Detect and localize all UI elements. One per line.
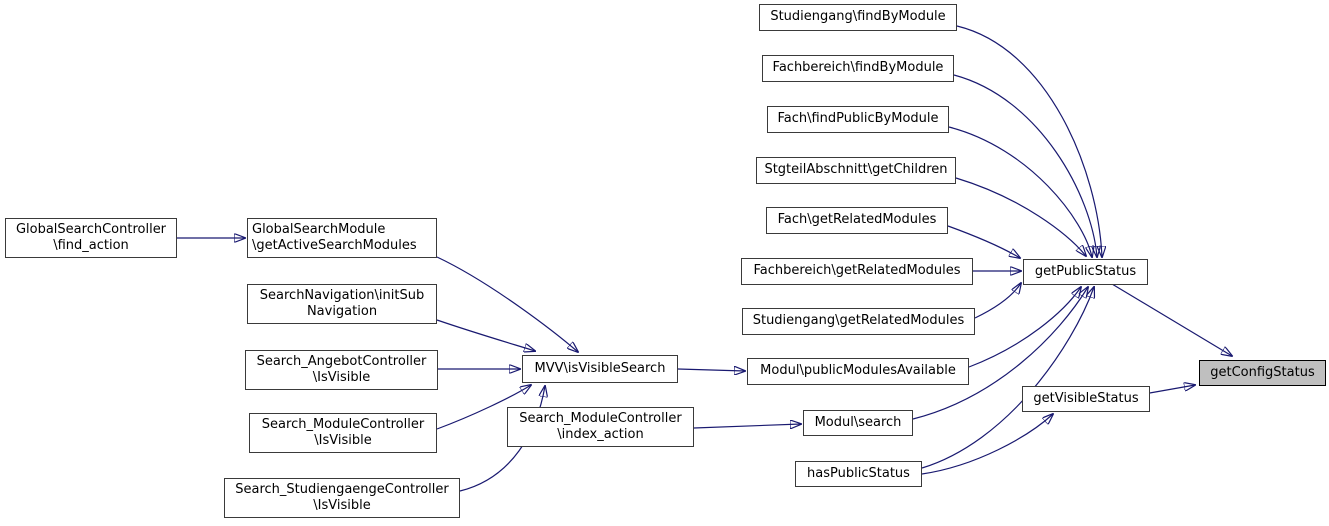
node-haspublicstatus[interactable]: hasPublicStatus	[795, 461, 922, 487]
node-stgteilabschnitt-getchildren[interactable]: StgteilAbschnitt\getChildren	[756, 157, 956, 184]
edge-n-studiengang-getrelatedmodules--n-getpublicstatus	[974, 283, 1021, 319]
edge-n-getpublicstatus--n-getconfigstatus	[1111, 283, 1232, 356]
edge-n-stgteilabschnitt-getchildren--n-getpublicstatus	[955, 177, 1086, 256]
edge-n-haspublicstatus--n-getvisiblestatus	[921, 414, 1053, 475]
node-modul-publicmodulesavailable[interactable]: Modul\publicModulesAvailable	[747, 358, 969, 385]
edge-n-fachbereich-findbymodule--n-getpublicstatus	[953, 74, 1097, 257]
node-get-active-search-modules[interactable]: GlobalSearchModule \getActiveSearchModul…	[247, 218, 437, 258]
edge-n-index-action--n-modul-search	[693, 424, 801, 428]
node-fachbereich-findbymodule[interactable]: Fachbereich\findByModule	[762, 55, 954, 82]
edge-n-get-active-search-modules--n-mvv-isvisiblesearch	[436, 256, 578, 352]
edge-n-studiengang-findbymodule--n-getpublicstatus	[956, 25, 1102, 257]
node-init-sub-navigation[interactable]: SearchNavigation\initSub Navigation	[247, 284, 437, 324]
node-getvisiblestatus[interactable]: getVisibleStatus	[1022, 386, 1150, 412]
node-studiengang-findbymodule[interactable]: Studiengang\findByModule	[759, 4, 957, 31]
edge-n-modul-publicmodulesavailable--n-getpublicstatus	[968, 287, 1081, 368]
node-angebot-isvisible[interactable]: Search_AngebotController \IsVisible	[245, 350, 438, 390]
node-fach-getrelatedmodules[interactable]: Fach\getRelatedModules	[766, 207, 948, 234]
node-fachbereich-getrelatedmodules[interactable]: Fachbereich\getRelatedModules	[741, 258, 973, 285]
edge-n-fach-getrelatedmodules--n-getpublicstatus	[947, 225, 1020, 258]
edge-n-mvv-isvisiblesearch--n-modul-publicmodulesavailable	[677, 369, 745, 371]
node-mvv-isvisiblesearch[interactable]: MVV\isVisibleSearch	[522, 355, 678, 383]
node-modul-search[interactable]: Modul\search	[803, 410, 913, 436]
node-fach-findpublicbymodule[interactable]: Fach\findPublicByModule	[767, 106, 949, 133]
edge-n-init-sub-navigation--n-mvv-isvisiblesearch	[436, 319, 535, 351]
node-index-action[interactable]: Search_ModuleController \index_action	[507, 407, 694, 447]
node-find-action[interactable]: GlobalSearchController \find_action	[5, 218, 177, 258]
node-studiengaenge-isvisible[interactable]: Search_StudiengaengeController \IsVisibl…	[224, 478, 460, 518]
edge-n-fach-findpublicbymodule--n-getpublicstatus	[948, 126, 1092, 257]
node-studiengang-getrelatedmodules[interactable]: Studiengang\getRelatedModules	[742, 308, 975, 335]
edge-n-getvisiblestatus--n-getconfigstatus	[1143, 385, 1195, 395]
node-getconfigstatus: getConfigStatus	[1199, 360, 1326, 386]
node-getpublicstatus[interactable]: getPublicStatus	[1023, 259, 1148, 285]
node-module-isvisible[interactable]: Search_ModuleController \IsVisible	[249, 413, 437, 453]
